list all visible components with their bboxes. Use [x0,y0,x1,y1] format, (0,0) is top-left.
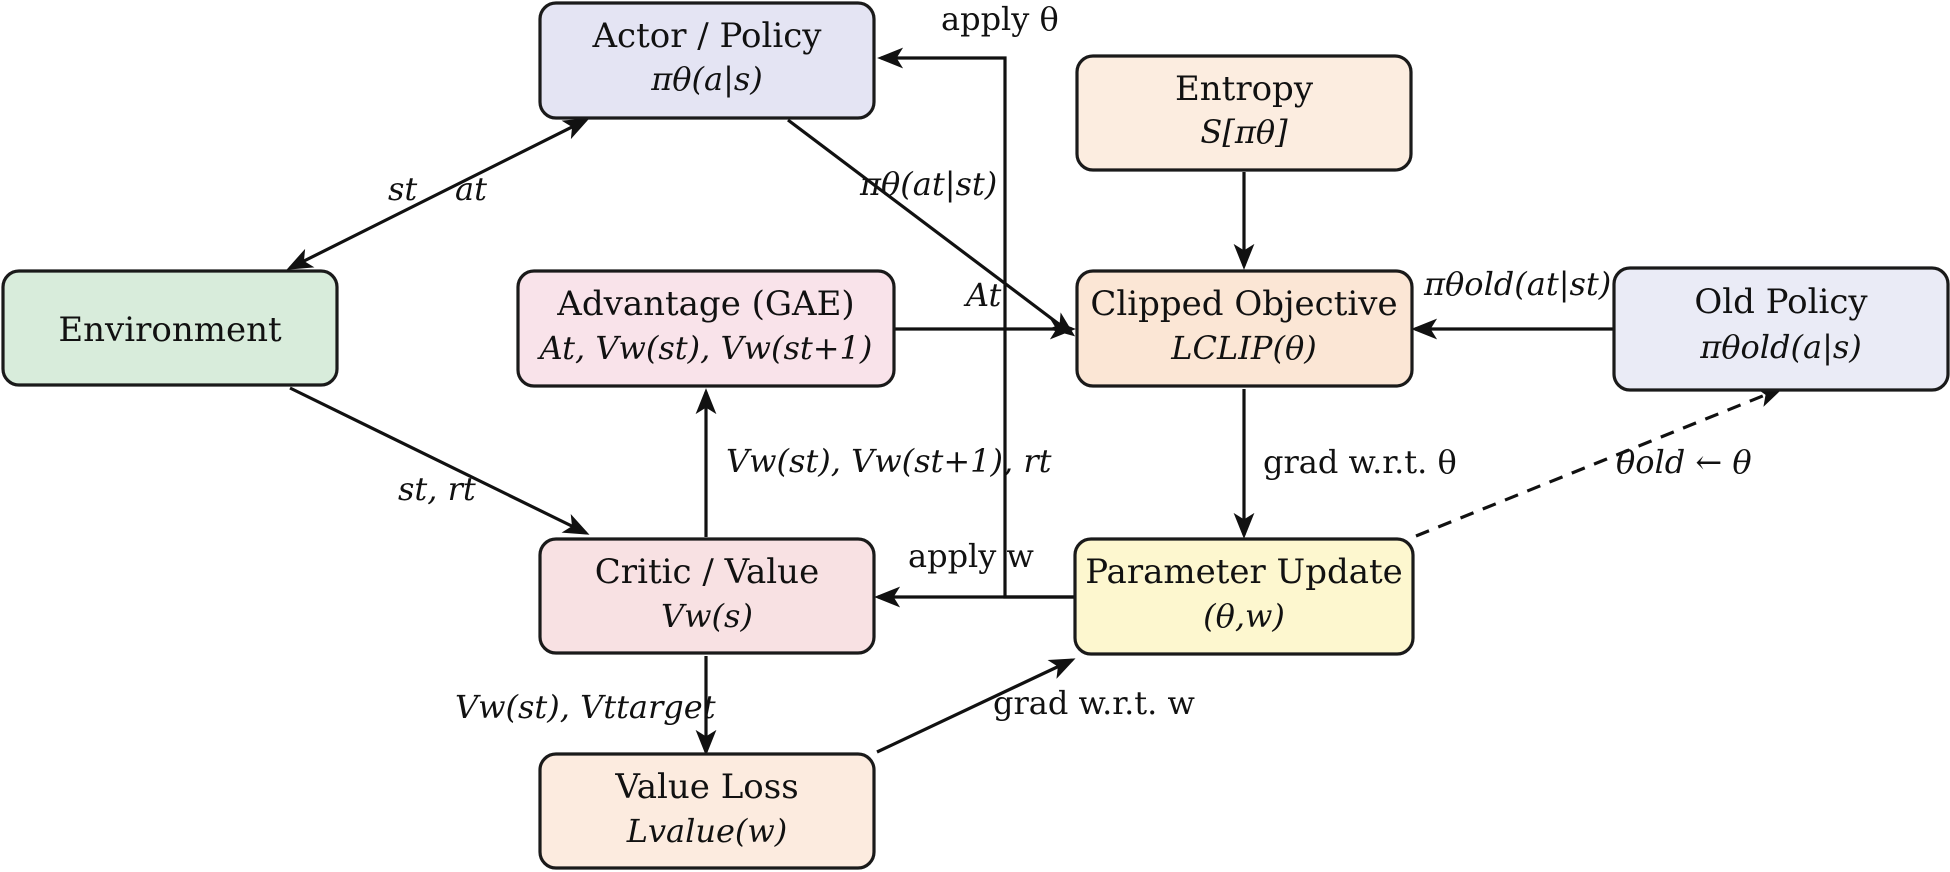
node-old-policy-subtitle: πθold(a|s) [1699,328,1862,366]
edge-update-oldpolicy [1415,387,1784,538]
node-critic-title: Critic / Value [595,552,819,592]
label-pi-old-at-st: πθold(at|st) [1423,265,1611,303]
label-critic-to-loss: Vw(st), Vttarget [455,688,716,726]
node-value-loss-subtitle: Lvalue(w) [626,812,788,850]
label-adv-at: At [963,276,1002,314]
label-critic-to-adv: Vw(st), Vw(st+1), rt [726,442,1052,480]
node-update-subtitle: (θ,w) [1203,597,1285,635]
node-entropy-subtitle: S[πθ] [1200,113,1288,151]
edge-valueloss-update [876,658,1076,754]
node-entropy: Entropy S[πθ] [1075,54,1413,172]
node-value-loss: Value Loss Lvalue(w) [538,752,876,870]
node-actor-box [538,1,876,120]
node-old-policy: Old Policy πθold(a|s) [1612,266,1950,392]
node-critic: Critic / Value Vw(s) [538,537,876,655]
label-grad-theta: grad w.r.t. θ [1263,443,1457,481]
label-theta-old-assign: θold ← θ [1616,443,1752,481]
edges [286,47,1784,756]
node-value-loss-box [538,752,876,870]
node-entropy-box [1075,54,1413,172]
edge-environment-actor [286,118,590,270]
node-old-policy-title: Old Policy [1694,282,1868,322]
label-state-reward: st, rt [398,470,476,508]
label-state: st [388,170,417,208]
node-entropy-title: Entropy [1175,69,1314,109]
edge-environment-critic [289,386,590,535]
edge-labels: apply θ st at πθ(at|st) At πθold(at|st) … [388,0,1752,726]
label-action: at [455,170,487,208]
node-actor-subtitle: πθ(a|s) [650,60,763,98]
node-old-policy-box [1612,266,1950,392]
node-critic-subtitle: Vw(s) [661,597,753,635]
node-clipped-box [1075,269,1414,388]
label-pi-at-st: πθ(at|st) [859,165,997,203]
node-clipped-subtitle: LCLIP(θ) [1170,329,1316,367]
node-advantage: Advantage (GAE) At, Vw(st), Vw(st+1) [516,269,896,388]
label-grad-w: grad w.r.t. w [993,684,1195,722]
node-environment-box [1,269,339,387]
node-update-box [1073,537,1415,656]
node-update: Parameter Update (θ,w) [1073,537,1415,656]
node-actor-title: Actor / Policy [591,16,822,56]
node-update-title: Parameter Update [1085,552,1403,592]
node-environment-title: Environment [58,310,282,350]
node-advantage-subtitle: At, Vw(st), Vw(st+1) [537,329,873,367]
node-value-loss-title: Value Loss [614,767,798,807]
label-apply-theta: apply θ [941,0,1059,38]
node-clipped: Clipped Objective LCLIP(θ) [1075,269,1414,388]
node-actor: Actor / Policy πθ(a|s) [538,1,876,120]
node-clipped-title: Clipped Objective [1090,284,1397,324]
node-advantage-title: Advantage (GAE) [556,284,854,324]
label-apply-w: apply w [908,537,1034,575]
node-critic-box [538,537,876,655]
node-advantage-box [516,269,896,388]
node-environment: Environment [1,269,339,387]
edge-actor-clipped [787,118,1076,337]
